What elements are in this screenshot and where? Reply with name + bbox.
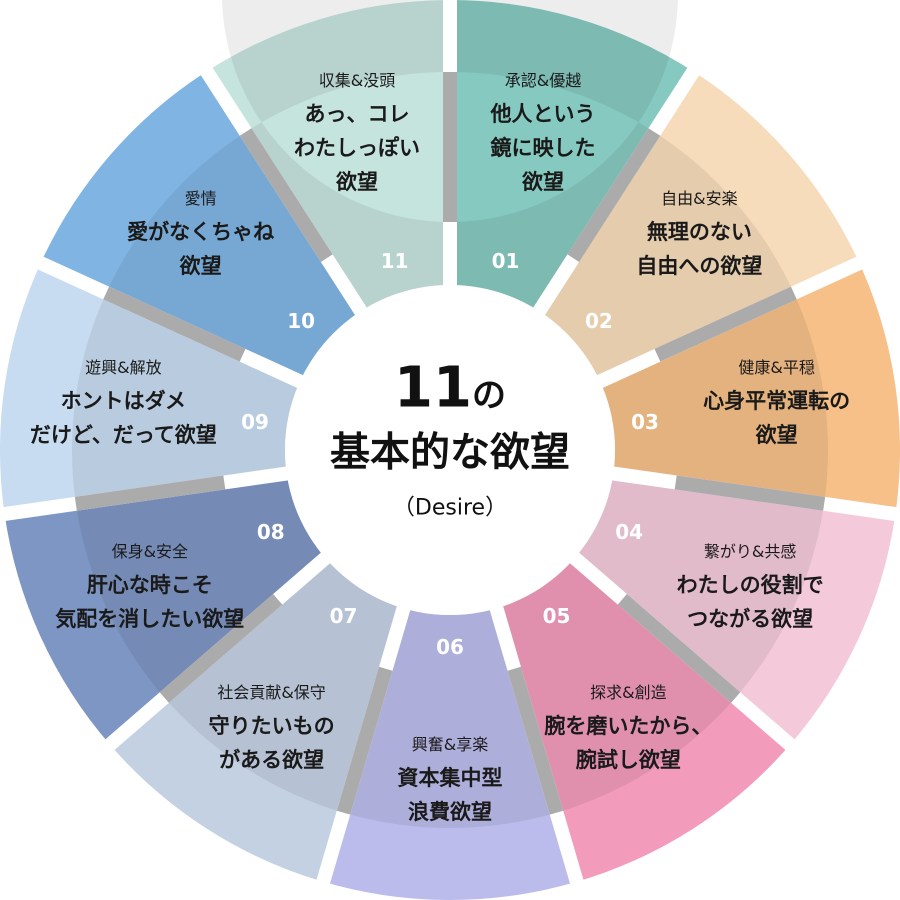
segment-04 bbox=[574, 473, 896, 745]
segment-description: 気配を消したい欲望 bbox=[55, 607, 245, 632]
segment-description: 自由への欲望 bbox=[636, 253, 763, 278]
segment-description: 資本集中型 bbox=[397, 766, 503, 790]
segment-02 bbox=[539, 71, 860, 382]
segment-category: 遊興&解放 bbox=[85, 358, 162, 378]
segment-label-10: 愛情愛がなくちゃね欲望 bbox=[127, 185, 274, 283]
segment-description: わたしの役割で bbox=[676, 573, 824, 598]
segment-description: 守りたいもの bbox=[208, 713, 335, 738]
segment-category: 探求&創造 bbox=[590, 682, 667, 702]
segment-label-02: 自由&安楽無理のない自由への欲望 bbox=[636, 185, 762, 283]
segment-category: 興奮&享楽 bbox=[411, 735, 489, 754]
segment-description: 鏡に映した bbox=[490, 136, 596, 161]
segment-09 bbox=[0, 263, 300, 515]
segment-divider bbox=[654, 286, 797, 362]
segment-description: 欲望 bbox=[521, 170, 564, 195]
segment-description: 腕を磨いたから、 bbox=[544, 713, 713, 738]
segment-divider bbox=[617, 594, 741, 703]
segment-label-11: 収集&没頭あっ、コレわたしっぽい欲望 bbox=[294, 67, 420, 199]
segment-number: 03 bbox=[631, 409, 659, 434]
segment-description: 欲望 bbox=[179, 253, 222, 278]
segment-01 bbox=[450, 0, 694, 312]
segment-divider bbox=[74, 475, 226, 511]
segment-label-03: 健康&平穏心身平常運転の欲望 bbox=[703, 354, 850, 452]
segment-05 bbox=[496, 558, 791, 882]
segment-08 bbox=[4, 473, 326, 745]
segment-divider bbox=[103, 286, 246, 362]
center-suffix: の bbox=[471, 375, 506, 416]
segment-label-05: 探求&創造腕を磨いたから、腕試し欲望 bbox=[544, 679, 712, 777]
segment-category: 繋がり&共感 bbox=[703, 542, 797, 562]
segment-description: がある欲望 bbox=[219, 747, 325, 772]
center-circle bbox=[285, 285, 615, 615]
segment-label-01: 承認&優越他人という鏡に映した欲望 bbox=[490, 67, 595, 199]
segment-description: わたしっぽい bbox=[294, 136, 421, 161]
segment-number: 11 bbox=[380, 248, 409, 273]
segment-number: 02 bbox=[584, 308, 613, 333]
segment-label-06: 興奮&享楽資本集中型浪費欲望 bbox=[398, 731, 503, 829]
segment-divider bbox=[567, 128, 661, 262]
segment-divider bbox=[674, 475, 826, 511]
segment-description: つながる欲望 bbox=[687, 607, 814, 632]
segment-description: 無理のない bbox=[646, 219, 752, 244]
segment-description: 心身平常運転の bbox=[703, 389, 851, 414]
segment-label-09: 遊興&解放ホントはダメだけど、だって欲望 bbox=[30, 354, 217, 452]
segment-number: 08 bbox=[256, 519, 285, 544]
segment-description: 愛がなくちゃね bbox=[127, 219, 275, 244]
segment-description: 他人という bbox=[490, 102, 596, 127]
segment-category: 愛情 bbox=[184, 188, 217, 208]
segment-description: 浪費欲望 bbox=[408, 800, 492, 824]
segment-description: だけど、だって欲望 bbox=[29, 423, 217, 448]
segment-category: 健康&平穏 bbox=[738, 358, 815, 378]
segment-category: 社会貢献&保守 bbox=[217, 682, 326, 702]
segment-number: 06 bbox=[436, 635, 464, 659]
segment-description: 腕試し欲望 bbox=[575, 747, 681, 772]
segment-divider bbox=[507, 666, 564, 815]
segment-category: 自由&安楽 bbox=[661, 188, 738, 208]
segment-divider bbox=[336, 666, 393, 815]
segment-label-04: 繋がり&共感わたしの役割でつながる欲望 bbox=[677, 538, 824, 636]
segment-label-08: 保身&安全肝心な時こそ気配を消したい欲望 bbox=[55, 538, 244, 636]
segment-divider bbox=[239, 128, 333, 262]
segment-03 bbox=[600, 263, 900, 515]
center-subtitle: （Desire） bbox=[392, 495, 508, 521]
segment-number: 05 bbox=[542, 603, 571, 628]
segment-category: 収集&没頭 bbox=[318, 71, 396, 91]
segment-description: 欲望 bbox=[755, 423, 798, 448]
segment-label-07: 社会貢献&保守守りたいものがある欲望 bbox=[209, 679, 335, 777]
segment-category: 承認&優越 bbox=[504, 71, 582, 91]
segment-description: ホントはダメ bbox=[60, 389, 187, 414]
segment-number: 04 bbox=[615, 519, 644, 544]
center-count: 11 bbox=[394, 355, 472, 421]
segment-11 bbox=[206, 0, 450, 312]
segment-number: 01 bbox=[491, 248, 520, 273]
center-heading: 基本的な欲望 bbox=[330, 429, 570, 476]
segment-description: 肝心な時こそ bbox=[86, 573, 213, 598]
segment-10 bbox=[40, 71, 361, 382]
segment-description: あっ、コレ bbox=[304, 102, 410, 127]
segment-divider bbox=[159, 594, 283, 703]
segment-number: 09 bbox=[241, 409, 269, 434]
segment-07 bbox=[109, 558, 404, 882]
segment-number: 07 bbox=[329, 603, 358, 628]
segment-description: 欲望 bbox=[336, 170, 379, 195]
segment-number: 10 bbox=[287, 308, 316, 333]
center-title: 11の 基本的な欲望 （Desire） bbox=[330, 355, 570, 522]
segment-category: 保身&安全 bbox=[111, 542, 189, 562]
